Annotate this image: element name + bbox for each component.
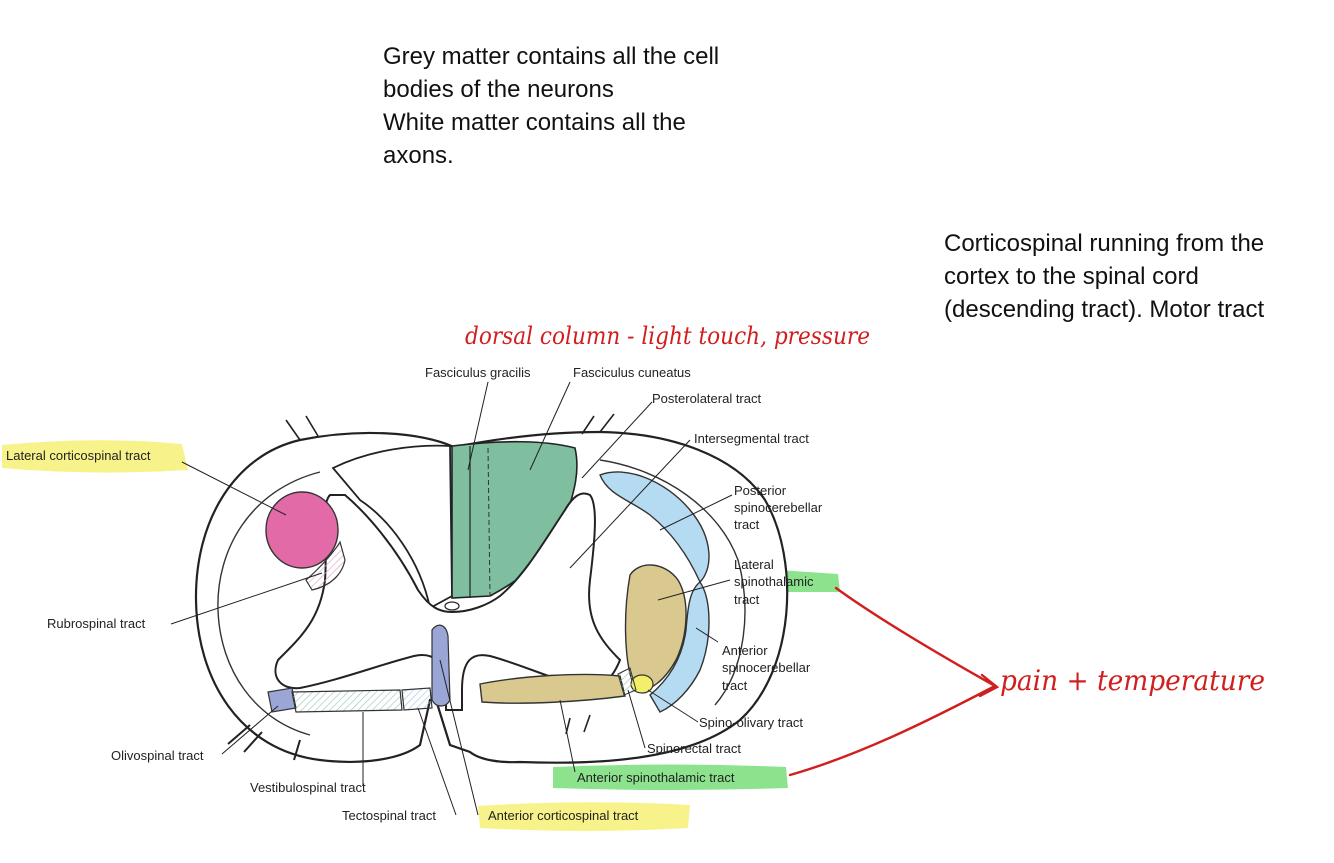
anterior-spinocerebellar-region bbox=[649, 580, 710, 713]
label-anterior-spinothalamic-tract: Anterior spinothalamic tract bbox=[577, 770, 735, 785]
label-vestibulospinal-tract: Vestibulospinal tract bbox=[250, 780, 366, 795]
highlight-anterior-corticospinal bbox=[478, 802, 690, 831]
label-posterolateral-tract: Posterolateral tract bbox=[652, 391, 761, 406]
corticospinal-note: Corticospinal running from the cortex to… bbox=[944, 227, 1264, 326]
handwritten-pain-temperature: pain + temperature bbox=[1000, 664, 1265, 697]
label-fasciculus-cuneatus: Fasciculus cuneatus bbox=[573, 365, 691, 380]
label-lateral-spinothalamic-2: spinothalamic bbox=[734, 574, 814, 589]
pain-temperature-arrow bbox=[788, 586, 1000, 777]
note-line: White matter contains all the bbox=[383, 109, 686, 136]
rubrospinal-region bbox=[305, 540, 346, 591]
lateral-corticospinal-region bbox=[265, 491, 339, 569]
leader-lines bbox=[170, 381, 733, 816]
note-line: cortex to the spinal cord bbox=[944, 263, 1199, 290]
pia-inner-outline bbox=[217, 459, 746, 736]
note-line: Corticospinal running from the bbox=[944, 230, 1265, 257]
label-spinorectal-tract: Spinorectal tract bbox=[647, 741, 741, 756]
anterior-spinothalamic-region bbox=[479, 673, 626, 704]
ventral-root-left bbox=[227, 724, 301, 761]
left-dorsal-column bbox=[331, 444, 453, 610]
central-canal bbox=[444, 601, 460, 611]
highlight-lateral-corticospinal bbox=[2, 440, 188, 473]
label-spino-olivary-tract: Spino-olivary tract bbox=[699, 715, 803, 730]
note-line: (descending tract). Motor tract bbox=[944, 296, 1265, 323]
note-line: bodies of the neurons bbox=[383, 76, 614, 103]
label-intersegmental-tract: Intersegmental tract bbox=[694, 431, 809, 446]
highlight-anterior-spinothalamic bbox=[553, 764, 788, 790]
dorsal-root-right bbox=[581, 413, 615, 435]
label-lateral-corticospinal-tract: Lateral corticospinal tract bbox=[6, 448, 151, 463]
label-anterior-spinocerebellar-1: Anterior bbox=[722, 643, 768, 658]
label-fasciculus-gracilis: Fasciculus gracilis bbox=[425, 365, 531, 380]
label-anterior-corticospinal-tract: Anterior corticospinal tract bbox=[488, 808, 639, 823]
spinorectal-region bbox=[617, 667, 637, 696]
label-tectospinal-tract: Tectospinal tract bbox=[342, 808, 436, 823]
label-posterior-spinocerebellar-3: tract bbox=[734, 517, 760, 532]
label-posterior-spinocerebellar-2: spinocerebellar bbox=[734, 500, 823, 515]
label-lateral-spinothalamic-1: Lateral bbox=[734, 557, 774, 572]
fasciculus-divider bbox=[487, 447, 491, 597]
handwritten-dorsal-column: dorsal column - light touch, pressure bbox=[465, 322, 870, 350]
label-anterior-spinocerebellar-2: spinocerebellar bbox=[722, 660, 811, 675]
vestibulospinal-region bbox=[291, 689, 403, 713]
note-line: axons. bbox=[383, 142, 454, 169]
note-line: Grey matter contains all the cell bbox=[383, 43, 720, 70]
label-olivospinal-tract: Olivospinal tract bbox=[111, 748, 204, 763]
grey-white-matter-note: Grey matter contains all the cell bodies… bbox=[383, 40, 719, 172]
label-anterior-spinocerebellar-3: tract bbox=[722, 678, 748, 693]
label-posterior-spinocerebellar-1: Posterior bbox=[734, 483, 787, 498]
label-lateral-spinothalamic-3: tract bbox=[734, 592, 760, 607]
tectospinal-region bbox=[401, 687, 433, 711]
label-rubrospinal-tract: Rubrospinal tract bbox=[47, 616, 146, 631]
dorsal-root-left bbox=[285, 415, 319, 441]
